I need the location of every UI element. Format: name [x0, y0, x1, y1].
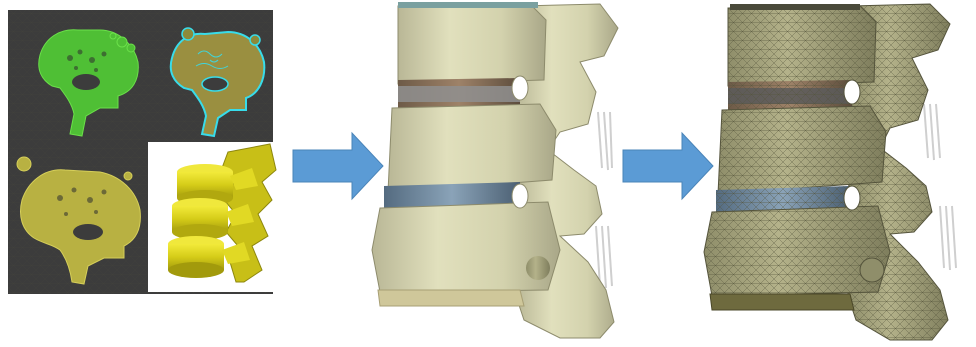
mesh-ligaments	[924, 104, 956, 270]
spine-surface-model	[372, 2, 618, 338]
right-arrow-icon	[623, 133, 713, 199]
arrow-to-surface-model	[293, 133, 383, 199]
right-arrow-icon	[293, 133, 383, 199]
ct-segmentation-panel	[8, 10, 278, 294]
arrow-to-mesh-model	[623, 133, 713, 199]
spine-mesh-model	[704, 4, 956, 340]
